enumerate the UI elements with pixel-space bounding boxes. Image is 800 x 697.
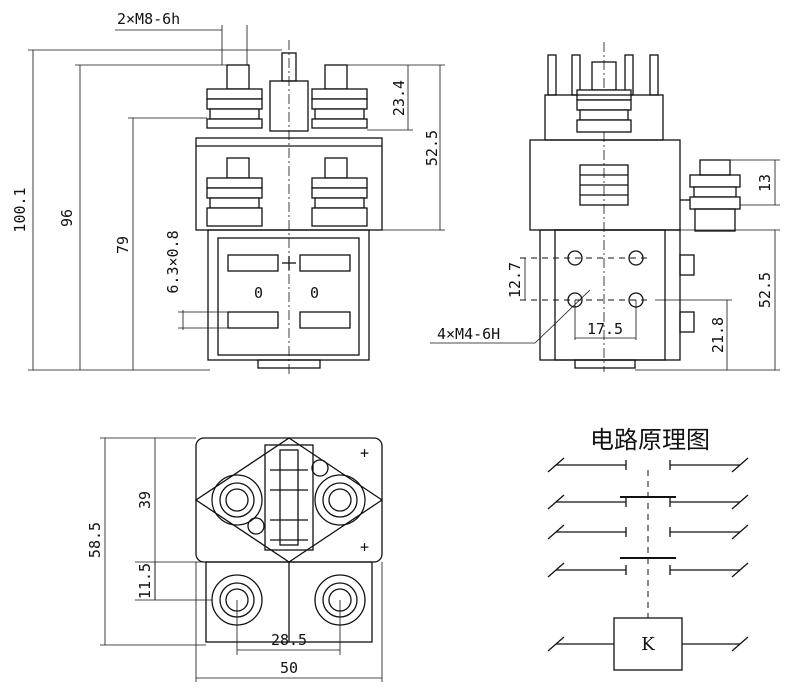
- coil-label: K: [641, 634, 655, 655]
- circuit-schematic: 电路原理图 K: [547, 426, 749, 671]
- dim-21-8: 21.8: [709, 317, 727, 353]
- top-view: + + 58.5 39 11.5 28.5 50: [86, 437, 384, 682]
- dim-28-5: 28.5: [271, 631, 307, 649]
- dim-12-7: 12.7: [506, 262, 524, 298]
- dim-23-4: 23.4: [390, 80, 408, 116]
- dim-58-5: 58.5: [86, 522, 104, 558]
- coil-mark-top: 0: [254, 284, 263, 302]
- dim-17-5: 17.5: [587, 320, 623, 338]
- dim-52-5-side: 52.5: [756, 272, 774, 308]
- mount-label: 4×M4-6H: [437, 325, 500, 343]
- dim-tab: 6.3×0.8: [164, 230, 182, 293]
- schematic-title: 电路原理图: [590, 426, 710, 454]
- dim-96: 96: [58, 209, 76, 227]
- dim-100-1: 100.1: [11, 187, 29, 232]
- plus-top: +: [360, 444, 369, 462]
- dim-52-5-front: 52.5: [423, 130, 441, 166]
- dim-50: 50: [280, 659, 298, 677]
- coil-mark-bottom: 0: [310, 284, 319, 302]
- thread-label: 2×M8-6h: [117, 10, 180, 28]
- front-view: 0 0 2×M8-6h 100.1 96 79 6.3×0.8 23.4: [11, 10, 445, 375]
- dim-11-5: 11.5: [136, 563, 154, 599]
- dim-39: 39: [136, 491, 154, 509]
- side-view: 13 12.7 17.5 4×M4-6H 21.8 52.5: [430, 42, 780, 372]
- plus-bottom: +: [360, 538, 369, 556]
- dim-13: 13: [756, 174, 774, 192]
- dim-79: 79: [114, 236, 132, 254]
